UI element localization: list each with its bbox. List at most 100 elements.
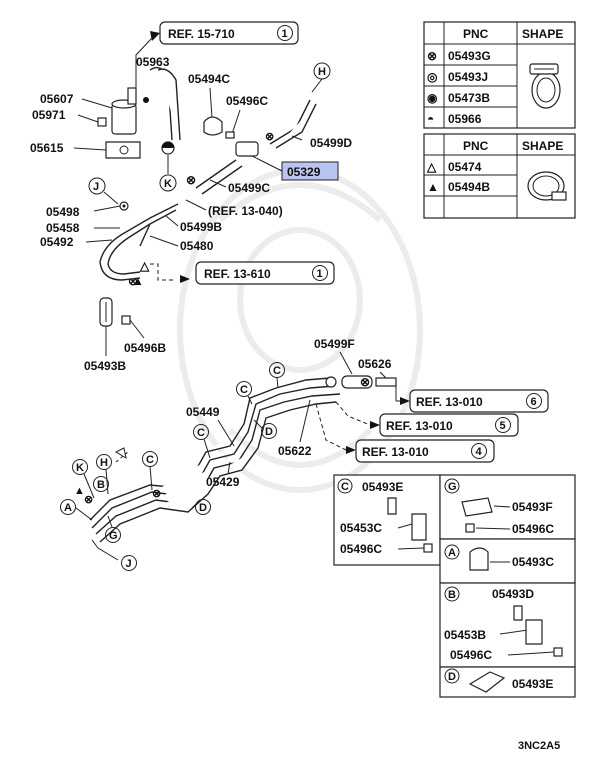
svg-text:4: 4 bbox=[476, 446, 483, 458]
connector-marker-j[interactable]: J bbox=[121, 555, 137, 571]
callout-05971: 05971 bbox=[32, 108, 66, 122]
svg-text:A: A bbox=[448, 547, 456, 559]
clamp-marker-d[interactable]: D bbox=[261, 423, 277, 439]
callout-05492: 05492 bbox=[40, 235, 74, 249]
svg-text:05453C: 05453C bbox=[340, 521, 382, 535]
connector-marker-j[interactable]: J bbox=[88, 177, 106, 195]
svg-text:PNC: PNC bbox=[463, 27, 489, 41]
svg-text:05474: 05474 bbox=[448, 160, 482, 174]
svg-text:05493D: 05493D bbox=[492, 587, 534, 601]
plug-half-icon bbox=[162, 142, 174, 148]
clip-marker-icon: ⊗ bbox=[186, 173, 196, 187]
ref-13-010-5-box[interactable]: REF. 13-010 5 bbox=[379, 413, 519, 437]
hose-clamp-shape-icon bbox=[529, 63, 561, 109]
ref-13-010-6-box[interactable]: REF. 13-010 6 bbox=[409, 389, 549, 413]
bolt-icon bbox=[553, 647, 563, 657]
callout-05458: 05458 bbox=[46, 221, 80, 235]
clamp-marker-d[interactable]: D bbox=[195, 499, 211, 515]
svg-text:05493F: 05493F bbox=[512, 500, 553, 514]
arrow-icon bbox=[400, 397, 410, 405]
svg-text:⊗: ⊗ bbox=[265, 131, 274, 143]
callout-05429: 05429 bbox=[206, 475, 240, 489]
detail-box-c: C 05493E 05453C 05496C bbox=[333, 474, 441, 566]
detail-box-a: A 05493C bbox=[439, 538, 576, 584]
clip-marker-icon: ⊗ bbox=[360, 375, 370, 389]
connector-marker-k[interactable]: K bbox=[159, 174, 177, 192]
callout-05494C: 05494C bbox=[188, 72, 230, 86]
arrow-icon bbox=[180, 275, 190, 283]
callout-05449: 05449 bbox=[186, 405, 220, 419]
callout-05499C: 05499C bbox=[228, 181, 270, 195]
svg-text:05493J: 05493J bbox=[448, 70, 488, 84]
bolt-icon bbox=[121, 315, 131, 325]
clip-symbol-icon: ◓ bbox=[427, 112, 434, 126]
callout-05499F: 05499F bbox=[314, 337, 355, 351]
callout-05615: 05615 bbox=[30, 141, 64, 155]
connector-marker-k[interactable]: K bbox=[72, 459, 88, 475]
clamp-marker-c[interactable]: C bbox=[193, 424, 209, 440]
callout-05480: 05480 bbox=[180, 239, 214, 253]
clip-marker-icon: ⊗ bbox=[84, 494, 93, 506]
clamp-marker-a[interactable]: A bbox=[60, 499, 76, 515]
callout-05493B: 05493B bbox=[84, 359, 126, 373]
svg-text:5: 5 bbox=[500, 420, 506, 432]
callout-05622: 05622 bbox=[278, 444, 312, 458]
fuel-tube-bundle-upper bbox=[99, 203, 179, 281]
hose-05963-outer bbox=[157, 68, 181, 141]
clamp-marker-g[interactable]: G bbox=[105, 527, 121, 543]
svg-text:H: H bbox=[318, 66, 326, 78]
svg-text:D: D bbox=[448, 671, 456, 683]
svg-text:05493C: 05493C bbox=[512, 555, 554, 569]
clamp-marker-c[interactable]: C bbox=[269, 362, 285, 378]
clip-marker-icon: ⊗ bbox=[128, 274, 138, 288]
clip-symbol-icon: ◉ bbox=[427, 91, 438, 105]
callout-05499D: 05499D bbox=[310, 136, 352, 150]
hose-05499F bbox=[341, 375, 373, 389]
clamp-marker-c[interactable]: C bbox=[142, 451, 158, 467]
connector-marker-h[interactable]: H bbox=[313, 62, 331, 80]
ref-13-610-box[interactable]: REF. 13-610 1 bbox=[195, 261, 335, 285]
svg-text:C: C bbox=[240, 384, 248, 396]
clip-marker-icon: ⊗ bbox=[152, 488, 161, 500]
clamp-marker-b[interactable]: B bbox=[93, 476, 109, 492]
svg-text:SHAPE: SHAPE bbox=[522, 27, 563, 41]
svg-text:C: C bbox=[146, 454, 154, 466]
shape-table-top: PNC SHAPE ⊗ 05493G ◎ 05493J ◉ 05473B ◓ 0… bbox=[423, 21, 576, 129]
callout-05607: 05607 bbox=[40, 92, 74, 106]
svg-text:05453B: 05453B bbox=[444, 628, 486, 642]
svg-text:REF. 13-610: REF. 13-610 bbox=[204, 267, 271, 281]
connector-marker-h[interactable]: H bbox=[96, 454, 112, 470]
ref-13-010-4-box[interactable]: REF. 13-010 4 bbox=[355, 439, 495, 463]
svg-text:6: 6 bbox=[531, 396, 537, 408]
svg-text:H: H bbox=[100, 457, 108, 469]
svg-text:B: B bbox=[97, 479, 105, 491]
bolt-icon bbox=[225, 131, 235, 139]
callout-05498: 05498 bbox=[46, 205, 80, 219]
svg-text:1: 1 bbox=[317, 268, 323, 280]
shape-table-bottom: PNC SHAPE △ 05474 ▲ 05494B bbox=[423, 133, 576, 219]
callout-05963: 05963 bbox=[136, 55, 170, 69]
bolt-icon bbox=[465, 523, 475, 533]
bracket-05615 bbox=[105, 141, 141, 159]
svg-text:B: B bbox=[448, 589, 456, 601]
arrow-outline-icon bbox=[114, 447, 127, 460]
clamp-marker-c[interactable]: C bbox=[236, 381, 252, 397]
callout-05329[interactable]: 05329 bbox=[287, 165, 321, 179]
svg-text:1: 1 bbox=[282, 28, 288, 40]
callout-05496C-top: 05496C bbox=[226, 94, 268, 108]
clamp-05493B bbox=[99, 297, 113, 327]
svg-text:05966: 05966 bbox=[448, 112, 482, 126]
svg-text:REF. 13-010: REF. 13-010 bbox=[416, 395, 483, 409]
detail-box-b: B 05493D 05453B 05496C bbox=[439, 582, 576, 668]
ref-15-710-box[interactable]: REF. 15-710 1 bbox=[159, 21, 299, 45]
svg-text:K: K bbox=[76, 462, 84, 474]
diagram-code: 3NC2A5 bbox=[518, 740, 560, 752]
svg-text:D: D bbox=[265, 426, 273, 438]
ref-13-040[interactable]: (REF. 13-040) bbox=[208, 204, 283, 218]
svg-text:J: J bbox=[93, 181, 99, 193]
svg-text:G: G bbox=[448, 481, 457, 493]
arrow-icon bbox=[370, 421, 380, 429]
svg-text:05496C: 05496C bbox=[512, 522, 554, 536]
svg-text:SHAPE: SHAPE bbox=[522, 139, 563, 153]
callout-05496B: 05496B bbox=[124, 341, 166, 355]
